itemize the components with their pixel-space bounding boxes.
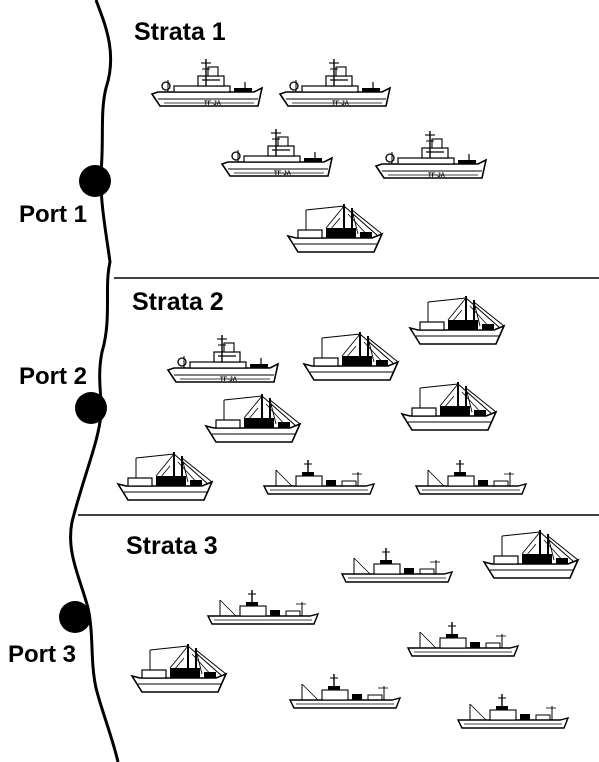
vessel-trawler-icon xyxy=(167,334,279,384)
vessel-liner-icon xyxy=(415,459,527,495)
vessel-liner-icon xyxy=(289,673,401,709)
vessel-liner-icon xyxy=(263,459,375,495)
coastline xyxy=(69,0,120,762)
port-marker-2 xyxy=(75,392,107,424)
vessel-trawler-icon xyxy=(375,130,487,180)
strata-2-vessels xyxy=(117,295,527,501)
vessel-rigged-icon xyxy=(131,643,227,693)
vessel-liner-icon xyxy=(457,693,569,729)
port-marker-3 xyxy=(59,601,91,633)
vessel-trawler-icon xyxy=(221,128,333,178)
vessel-rigged-icon xyxy=(205,393,301,443)
vessel-trawler-icon xyxy=(151,58,263,108)
strata-title-1: Strata 1 xyxy=(134,18,226,46)
port-label-3: Port 3 xyxy=(8,641,76,668)
strata-1-vessels xyxy=(151,58,487,253)
vessel-liner-icon xyxy=(407,621,519,657)
vessel-liner-icon xyxy=(341,547,453,583)
vessel-rigged-icon xyxy=(287,203,383,253)
vessel-rigged-icon xyxy=(483,529,579,579)
vessel-rigged-icon xyxy=(117,451,213,501)
strata-title-3: Strata 3 xyxy=(126,532,218,560)
vessel-rigged-icon xyxy=(409,295,505,345)
port-marker-1 xyxy=(79,165,111,197)
port-label-1: Port 1 xyxy=(19,201,87,228)
vessel-rigged-icon xyxy=(303,331,399,381)
vessel-rigged-icon xyxy=(401,381,497,431)
strata-title-2: Strata 2 xyxy=(132,288,224,316)
port-label-2: Port 2 xyxy=(19,363,87,390)
vessel-trawler-icon xyxy=(279,58,391,108)
vessel-liner-icon xyxy=(207,589,319,625)
